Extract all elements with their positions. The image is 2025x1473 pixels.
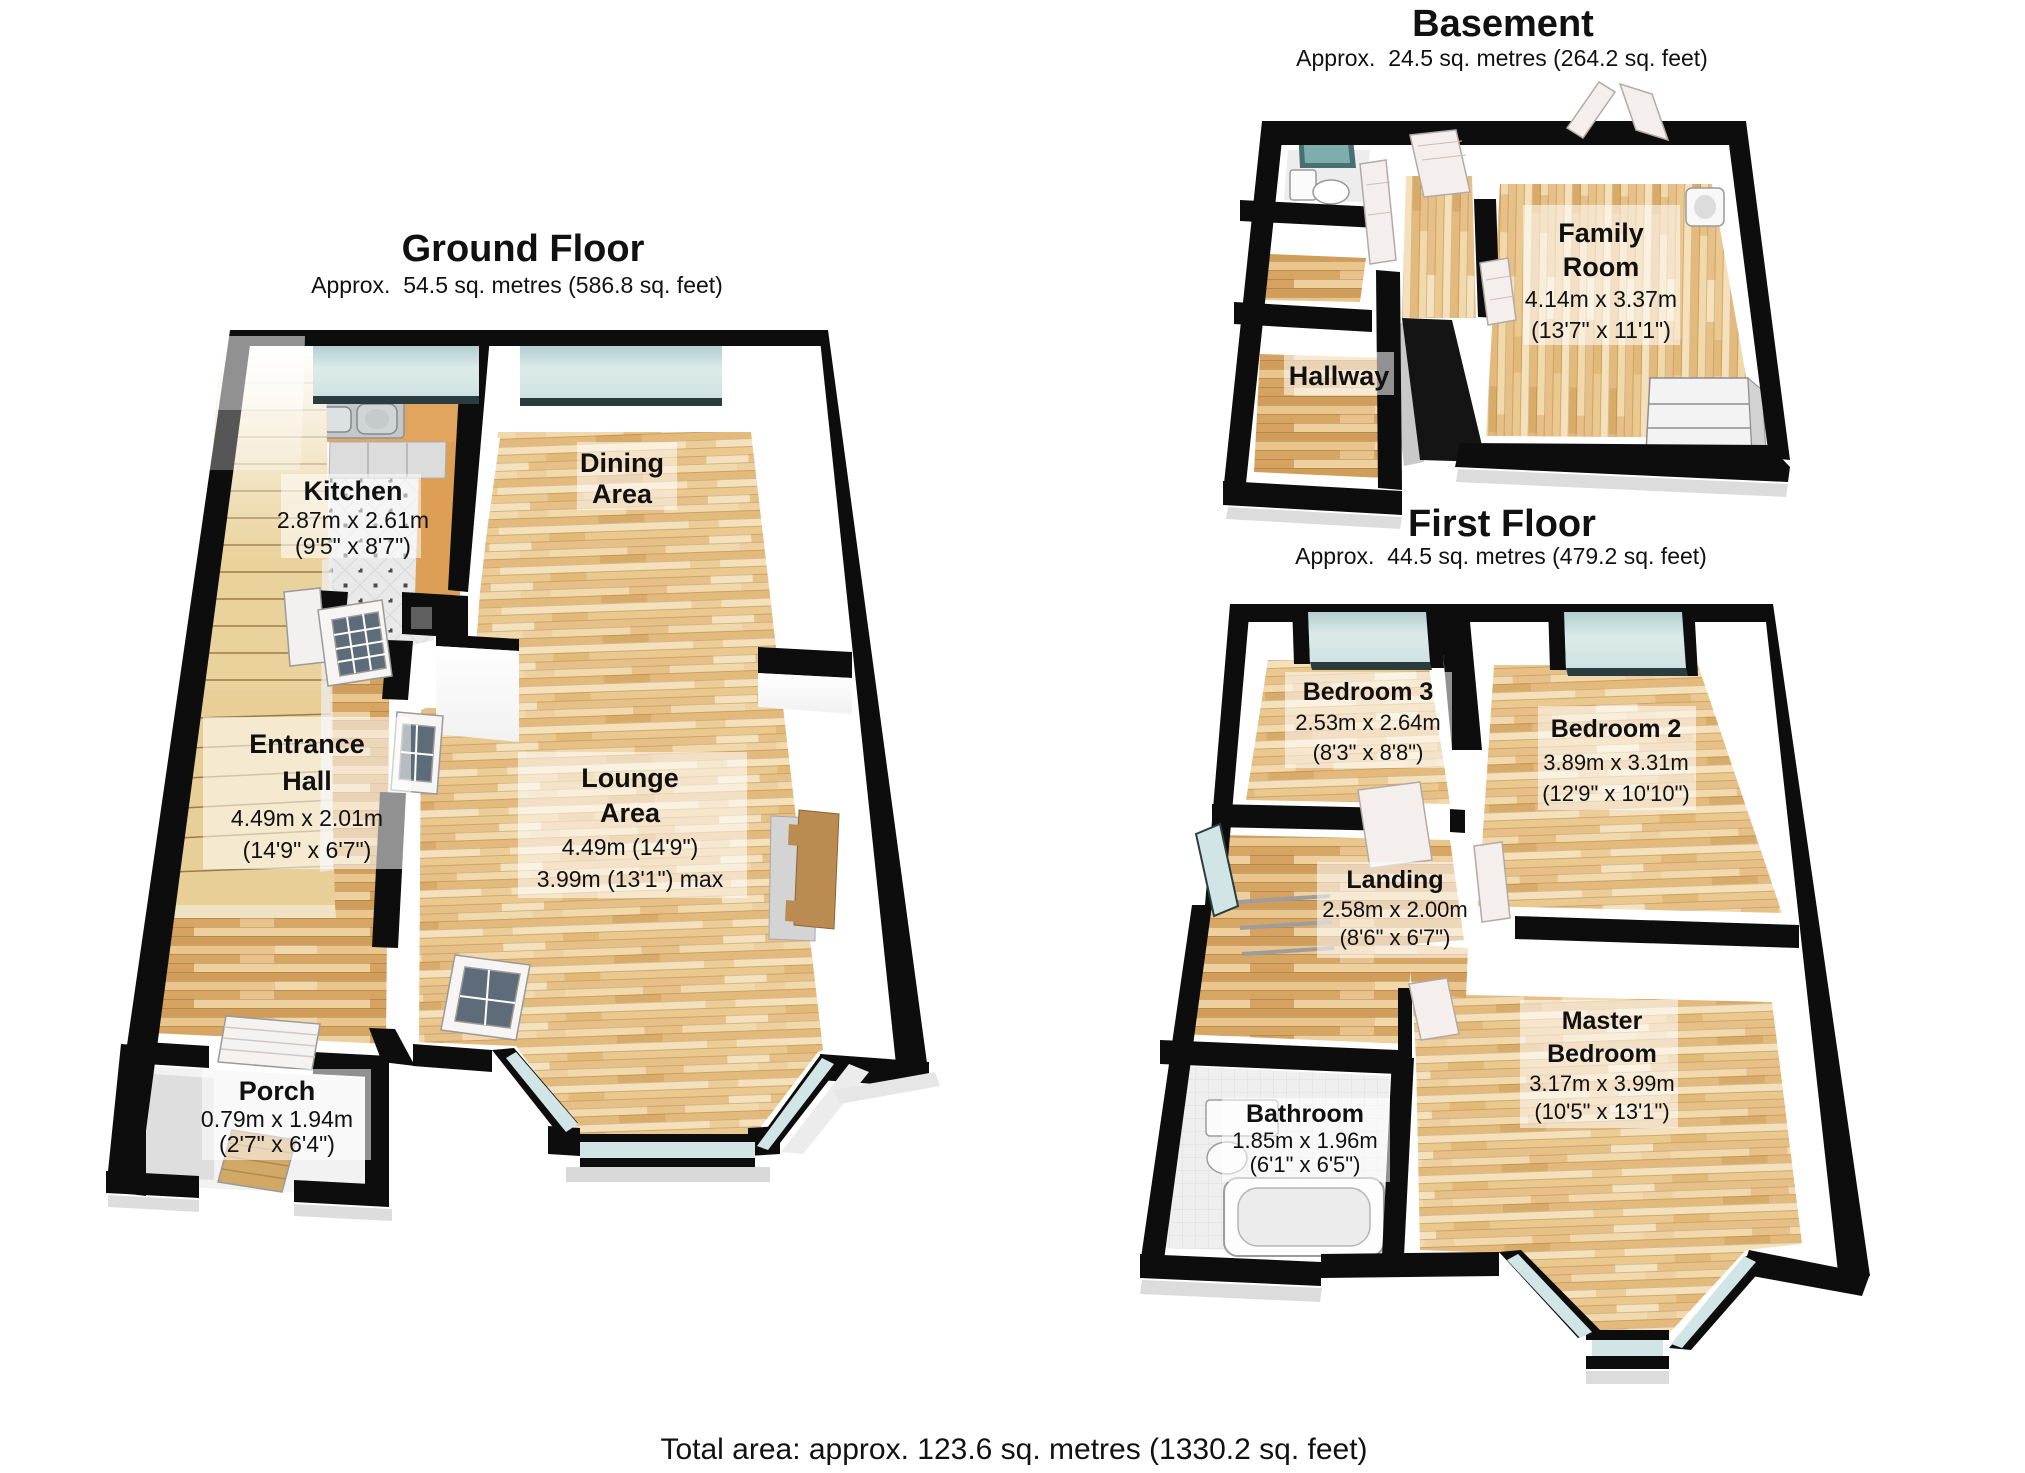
svg-text:Basement: Basement [1412, 3, 1594, 45]
svg-text:Dining: Dining [580, 448, 664, 478]
svg-text:Bedroom 3: Bedroom 3 [1303, 678, 1434, 706]
svg-text:Area: Area [592, 479, 653, 509]
svg-text:Approx. 54.5 sq. metres (586.: Approx. 54.5 sq. metres (586.8 sq. feet) [311, 272, 723, 298]
svg-text:Ground Floor: Ground Floor [402, 228, 645, 270]
svg-text:Bedroom: Bedroom [1547, 1040, 1657, 1068]
svg-text:(12'9" x 10'10"): (12'9" x 10'10") [1542, 781, 1690, 806]
svg-text:Hall: Hall [282, 766, 332, 796]
svg-text:Bathroom: Bathroom [1246, 1100, 1364, 1128]
svg-text:Porch: Porch [239, 1076, 316, 1106]
svg-text:2.53m x 2.64m: 2.53m x 2.64m [1295, 710, 1441, 735]
svg-text:(8'6" x 6'7"): (8'6" x 6'7") [1340, 925, 1451, 950]
svg-text:Area: Area [600, 798, 661, 828]
svg-text:Lounge: Lounge [581, 763, 678, 793]
svg-text:4.14m x 3.37m: 4.14m x 3.37m [1525, 286, 1677, 312]
svg-text:Hallway: Hallway [1289, 361, 1390, 391]
svg-text:3.89m x 3.31m: 3.89m x 3.31m [1543, 750, 1689, 775]
svg-text:(8'3" x 8'8"): (8'3" x 8'8") [1313, 740, 1424, 765]
svg-text:Entrance: Entrance [249, 729, 365, 759]
svg-text:Family: Family [1558, 218, 1644, 248]
svg-text:Approx. 24.5 sq. metres (264.: Approx. 24.5 sq. metres (264.2 sq. feet) [1296, 45, 1708, 71]
svg-text:Approx. 44.5 sq. metres (479.: Approx. 44.5 sq. metres (479.2 sq. feet) [1295, 543, 1707, 569]
svg-text:4.49m (14'9"): 4.49m (14'9") [562, 834, 699, 860]
svg-text:4.49m x 2.01m: 4.49m x 2.01m [231, 805, 383, 831]
svg-text:Master: Master [1562, 1007, 1643, 1035]
svg-text:(10'5" x 13'1"): (10'5" x 13'1") [1534, 1099, 1669, 1124]
svg-text:(13'7" x 11'1"): (13'7" x 11'1") [1531, 317, 1671, 343]
svg-text:0.79m x 1.94m: 0.79m x 1.94m [201, 1106, 353, 1132]
svg-text:2.87m x 2.61m: 2.87m x 2.61m [277, 507, 429, 533]
svg-text:(9'5" x 8'7"): (9'5" x 8'7") [295, 533, 411, 559]
svg-text:(6'1" x 6'5"): (6'1" x 6'5") [1250, 1152, 1361, 1177]
svg-text:Kitchen: Kitchen [303, 476, 402, 506]
svg-text:3.17m x 3.99m: 3.17m x 3.99m [1529, 1071, 1675, 1096]
svg-text:(2'7" x 6'4"): (2'7" x 6'4") [219, 1131, 335, 1157]
svg-text:1.85m x 1.96m: 1.85m x 1.96m [1232, 1128, 1378, 1153]
svg-text:Landing: Landing [1346, 866, 1443, 894]
svg-text:(14'9" x 6'7"): (14'9" x 6'7") [243, 837, 372, 863]
svg-text:Room: Room [1563, 252, 1640, 282]
svg-text:Total area: approx. 123.6 sq.: Total area: approx. 123.6 sq. metres (13… [660, 1433, 1367, 1466]
svg-text:3.99m (13'1") max: 3.99m (13'1") max [537, 866, 724, 892]
svg-text:Bedroom 2: Bedroom 2 [1551, 715, 1682, 743]
svg-text:2.58m x 2.00m: 2.58m x 2.00m [1322, 897, 1468, 922]
svg-text:First Floor: First Floor [1408, 503, 1596, 545]
